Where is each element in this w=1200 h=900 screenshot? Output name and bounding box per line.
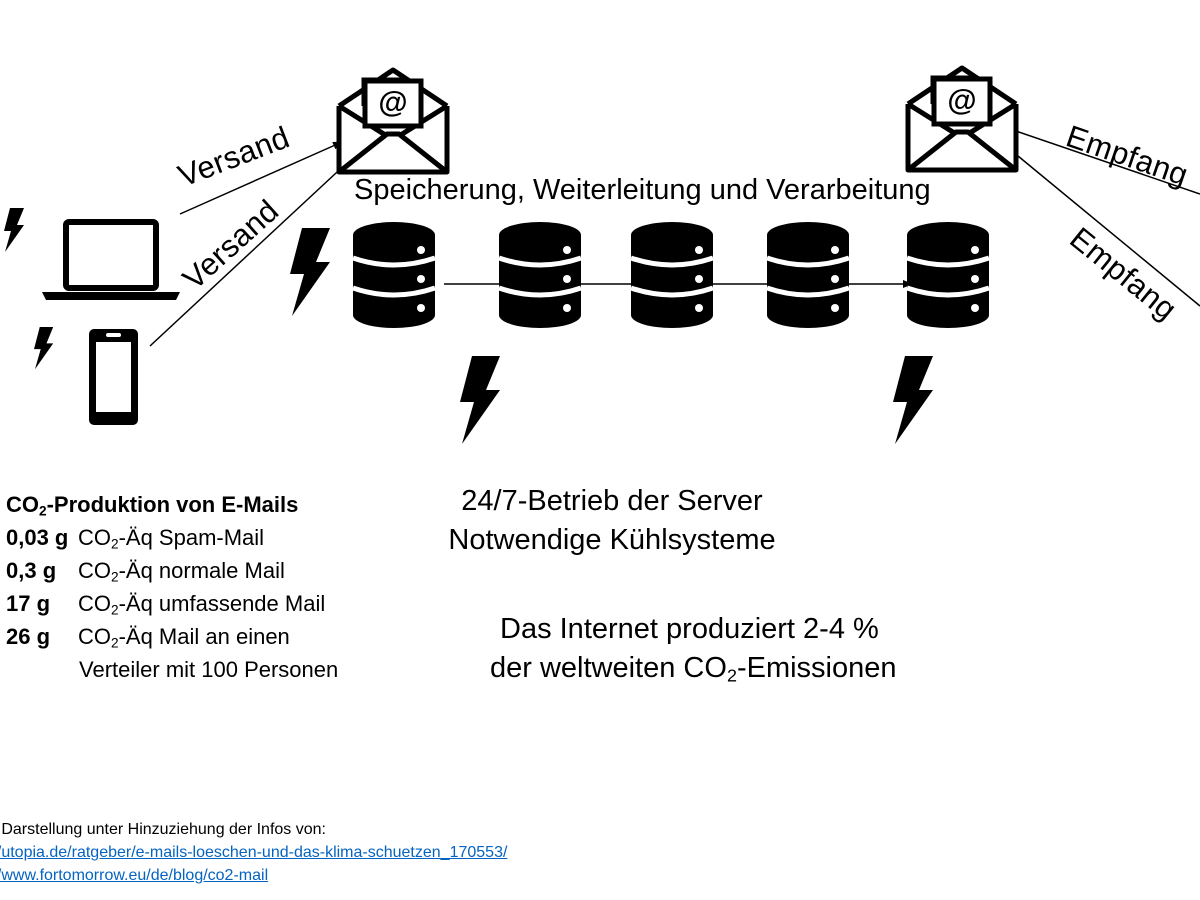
source-link-utopia[interactable]: ://utopia.de/ratgeber/e-mails-loeschen-u… [0,844,508,861]
internet-info-line: der weltweiten CO2-Emissionen [490,652,897,686]
arrow-phone-to-mail [149,159,351,347]
lightning-icon [893,356,933,444]
line-to-receiver-2 [1017,155,1200,307]
laptop-icon [42,219,180,300]
envelope-at-icon-receiver [908,68,1016,170]
source-link-fortomorrow[interactable]: ://www.fortomorrow.eu/de/blog/co2-mail [0,867,269,884]
lightning-icon [290,228,330,316]
envelope-at-icon-sender [339,70,447,172]
internet-info-line: Das Internet produziert 2-4 % [500,613,879,645]
storage-heading: Speicherung, Weiterleitung und Verarbeit… [354,174,931,206]
stats-item-continuation: Verteiler mit 100 Personen [79,657,339,682]
server-info-line: Notwendige Kühlsysteme [448,524,776,556]
server-info: 24/7-Betrieb der Server Notwendige Kühls… [112,482,1112,560]
lightning-icon [34,327,54,370]
internet-info: Das Internet produziert 2-4 % der weltwe… [214,610,1200,688]
lightning-icon [4,208,24,252]
sources: e Darstellung unter Hinzuziehung der Inf… [0,818,507,887]
server-icon [907,222,989,328]
sources-intro: e Darstellung unter Hinzuziehung der Inf… [0,821,326,838]
lightning-icon [460,356,500,444]
server-icon [499,222,581,328]
server-icon [353,222,435,328]
server-icon [631,222,713,328]
server-info-line: 24/7-Betrieb der Server [461,485,763,517]
smartphone-icon [89,329,138,425]
stats-title: CO2-Produktion von E-Mails [6,492,299,519]
line-to-receiver-1 [1012,129,1200,195]
arrow-laptop-to-mail [179,141,343,215]
server-icon [767,222,849,328]
